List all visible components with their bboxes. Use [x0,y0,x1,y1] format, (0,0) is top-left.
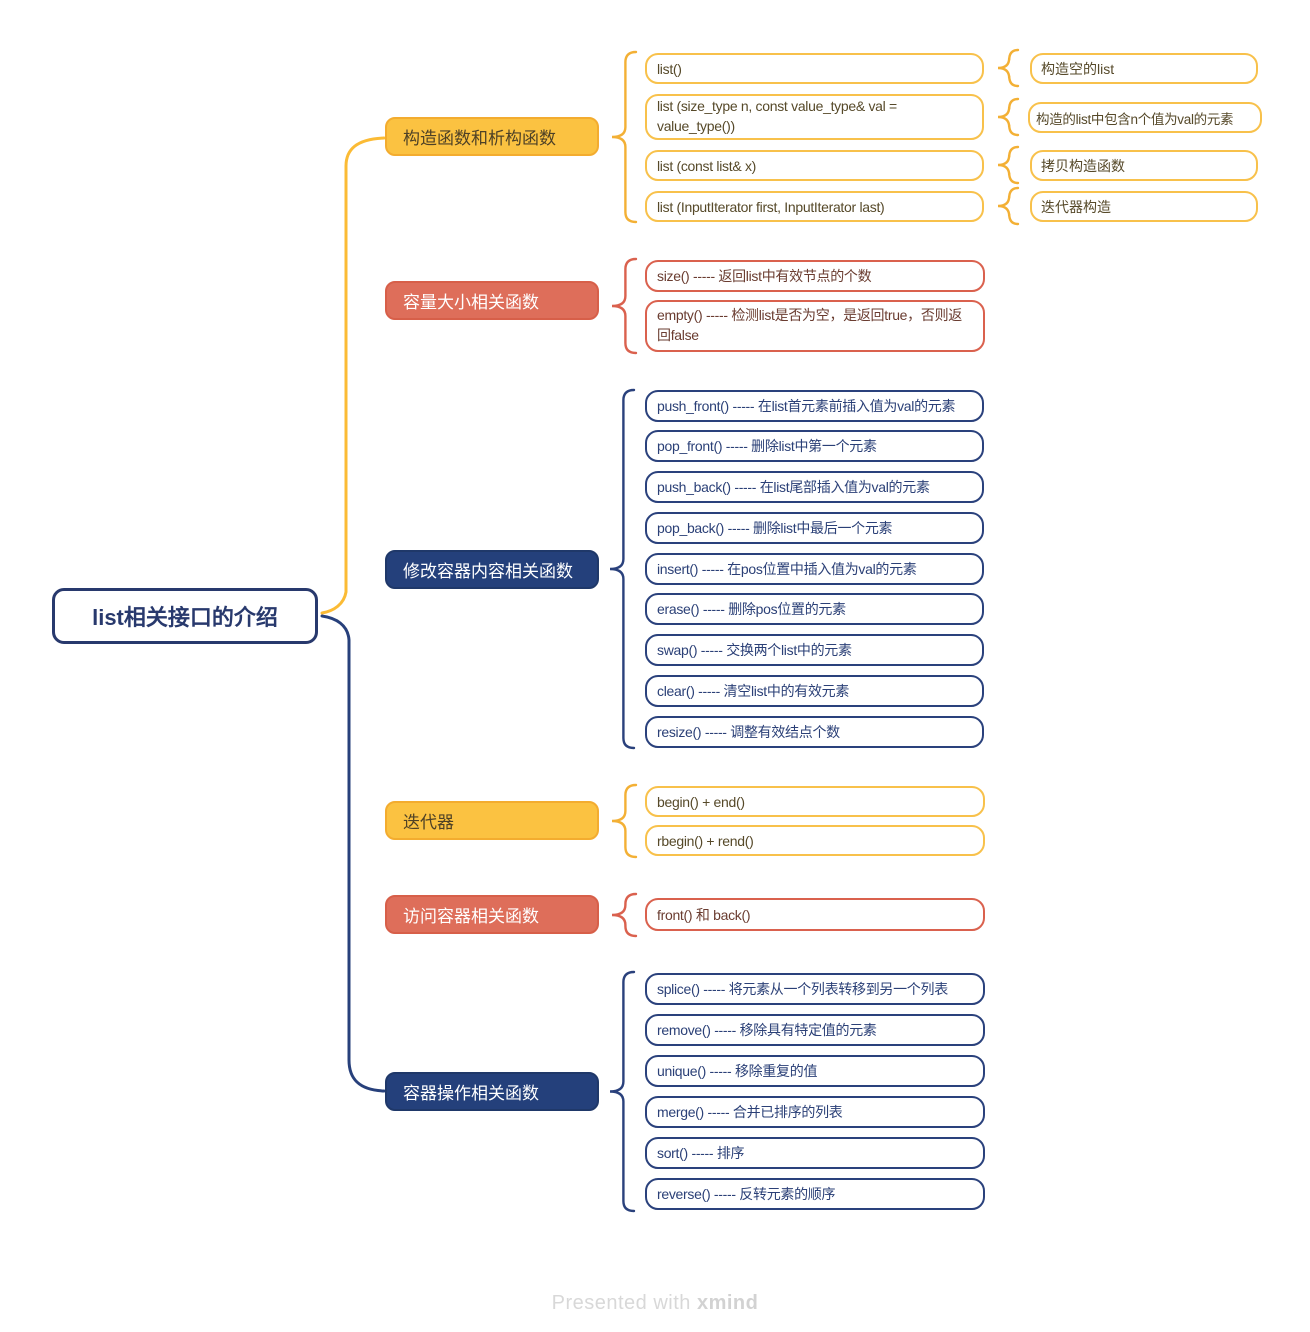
subtopic-sort[interactable]: sort() ----- 排序 [645,1137,985,1169]
connector-top-yellow [320,136,386,615]
subtopic-swap[interactable]: swap() ----- 交换两个list中的元素 [645,634,984,666]
subtopic-splice[interactable]: splice() ----- 将元素从一个列表转移到另一个列表 [645,973,985,1005]
note-iterator-ctor[interactable]: 迭代器构造 [1030,191,1258,222]
branch-capacity[interactable]: 容量大小相关函数 [385,281,599,320]
subtopic-pop-back[interactable]: pop_back() ----- 删除list中最后一个元素 [645,512,984,544]
subtopic-pop-front[interactable]: pop_front() ----- 删除list中第一个元素 [645,430,984,462]
subtopic-resize[interactable]: resize() ----- 调整有效结点个数 [645,716,984,748]
subtopic-list-fill[interactable]: list (size_type n, const value_type& val… [645,94,984,140]
note-empty-list[interactable]: 构造空的list [1030,53,1258,84]
subtopic-insert[interactable]: insert() ----- 在pos位置中插入值为val的元素 [645,553,984,585]
subtopic-size[interactable]: size() ----- 返回list中有效节点的个数 [645,260,985,292]
subtopic-begin-end[interactable]: begin() + end() [645,786,985,817]
brace-modify [609,388,636,750]
branch-constructors[interactable]: 构造函数和析构函数 [385,117,599,156]
note-copy-ctor[interactable]: 拷贝构造函数 [1030,150,1258,181]
subtopic-list-default[interactable]: list() [645,53,984,84]
brace-note-2 [997,97,1020,137]
branch-iterator[interactable]: 迭代器 [385,801,599,840]
branch-access[interactable]: 访问容器相关函数 [385,895,599,934]
subtopic-remove[interactable]: remove() ----- 移除具有特定值的元素 [645,1014,985,1046]
subtopic-unique[interactable]: unique() ----- 移除重复的值 [645,1055,985,1087]
branch-modify[interactable]: 修改容器内容相关函数 [385,550,599,589]
subtopic-clear[interactable]: clear() ----- 清空list中的有效元素 [645,675,984,707]
root-topic[interactable]: list相关接口的介绍 [52,588,318,644]
subtopic-merge[interactable]: merge() ----- 合并已排序的列表 [645,1096,985,1128]
subtopic-rbegin-rend[interactable]: rbegin() + rend() [645,825,985,856]
subtopic-front-back[interactable]: front() 和 back() [645,898,985,931]
branch-operations[interactable]: 容器操作相关函数 [385,1072,599,1111]
watermark-text: Presented with [551,1292,697,1314]
subtopic-push-front[interactable]: push_front() ----- 在list首元素前插入值为val的元素 [645,390,984,422]
note-n-val[interactable]: 构造的list中包含n个值为val的元素 [1028,102,1262,133]
subtopic-list-copy[interactable]: list (const list& x) [645,150,984,181]
subtopic-push-back[interactable]: push_back() ----- 在list尾部插入值为val的元素 [645,471,984,503]
brace-operations [609,970,636,1213]
connector-bottom-navy [320,614,386,1093]
brace-note-4 [997,186,1020,226]
subtopic-list-iter-range[interactable]: list (InputIterator first, InputIterator… [645,191,984,222]
brace-iterator [611,783,638,859]
subtopic-erase[interactable]: erase() ----- 删除pos位置的元素 [645,593,984,625]
watermark: Presented with xmind [0,1292,1310,1315]
brace-note-1 [997,48,1020,88]
brace-access [611,892,638,938]
brace-constructors [611,50,638,224]
subtopic-empty[interactable]: empty() ----- 检测list是否为空，是返回true，否则返回fal… [645,300,985,352]
watermark-brand: xmind [696,1292,759,1314]
subtopic-reverse[interactable]: reverse() ----- 反转元素的顺序 [645,1178,985,1210]
brace-capacity [611,257,638,355]
brace-note-3 [997,145,1020,185]
